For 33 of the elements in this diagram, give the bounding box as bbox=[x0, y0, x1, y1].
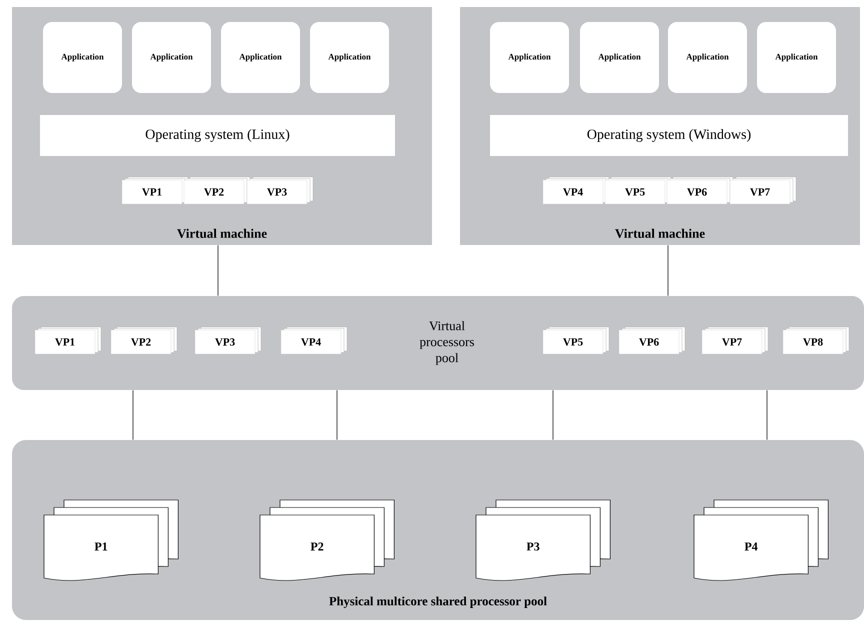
application-box: Application bbox=[757, 22, 836, 93]
processor-stack: P4 bbox=[694, 500, 828, 581]
virtual-processor-card: VP2 bbox=[110, 326, 178, 354]
virtual-processor-card: VP3 bbox=[194, 326, 262, 354]
application-box: Application bbox=[668, 22, 747, 93]
virtual-processor-card: VP1 bbox=[122, 176, 188, 204]
virtual-processor-card: VP4 bbox=[542, 176, 610, 204]
virtual-processor-card: VP5 bbox=[604, 176, 672, 204]
connector-line bbox=[336, 390, 338, 440]
virtual-processor-card: VP3 bbox=[246, 176, 314, 204]
virtual-processor-card: VP8 bbox=[782, 326, 850, 354]
application-box: Application bbox=[43, 22, 122, 93]
connector-line bbox=[552, 390, 554, 440]
processor-stack: P3 bbox=[476, 500, 610, 581]
virtual-processor-card: VP4 bbox=[280, 326, 348, 354]
connector-line bbox=[766, 390, 768, 440]
operating-system-bar: Operating system (Linux) bbox=[40, 115, 395, 156]
processor-stack: P2 bbox=[260, 500, 394, 581]
virtual-processor-card: VP2 bbox=[184, 176, 250, 204]
operating-system-bar: Operating system (Windows) bbox=[490, 115, 848, 156]
virtual-processor-card: VP5 bbox=[542, 326, 610, 354]
virtual-processor-card: VP7 bbox=[702, 326, 768, 354]
application-box: Application bbox=[221, 22, 300, 93]
virtual-processor-card: VP7 bbox=[730, 176, 796, 204]
virtual-processor-card: VP1 bbox=[34, 326, 102, 354]
processor-stack: P1 bbox=[44, 500, 178, 581]
application-box: Application bbox=[580, 22, 659, 93]
application-box: Application bbox=[490, 22, 569, 93]
application-box: Application bbox=[132, 22, 211, 93]
virtual-processor-card: VP6 bbox=[618, 326, 686, 354]
application-box: Application bbox=[310, 22, 389, 93]
virtual-processor-card: VP6 bbox=[666, 176, 734, 204]
connector-line bbox=[132, 390, 134, 440]
